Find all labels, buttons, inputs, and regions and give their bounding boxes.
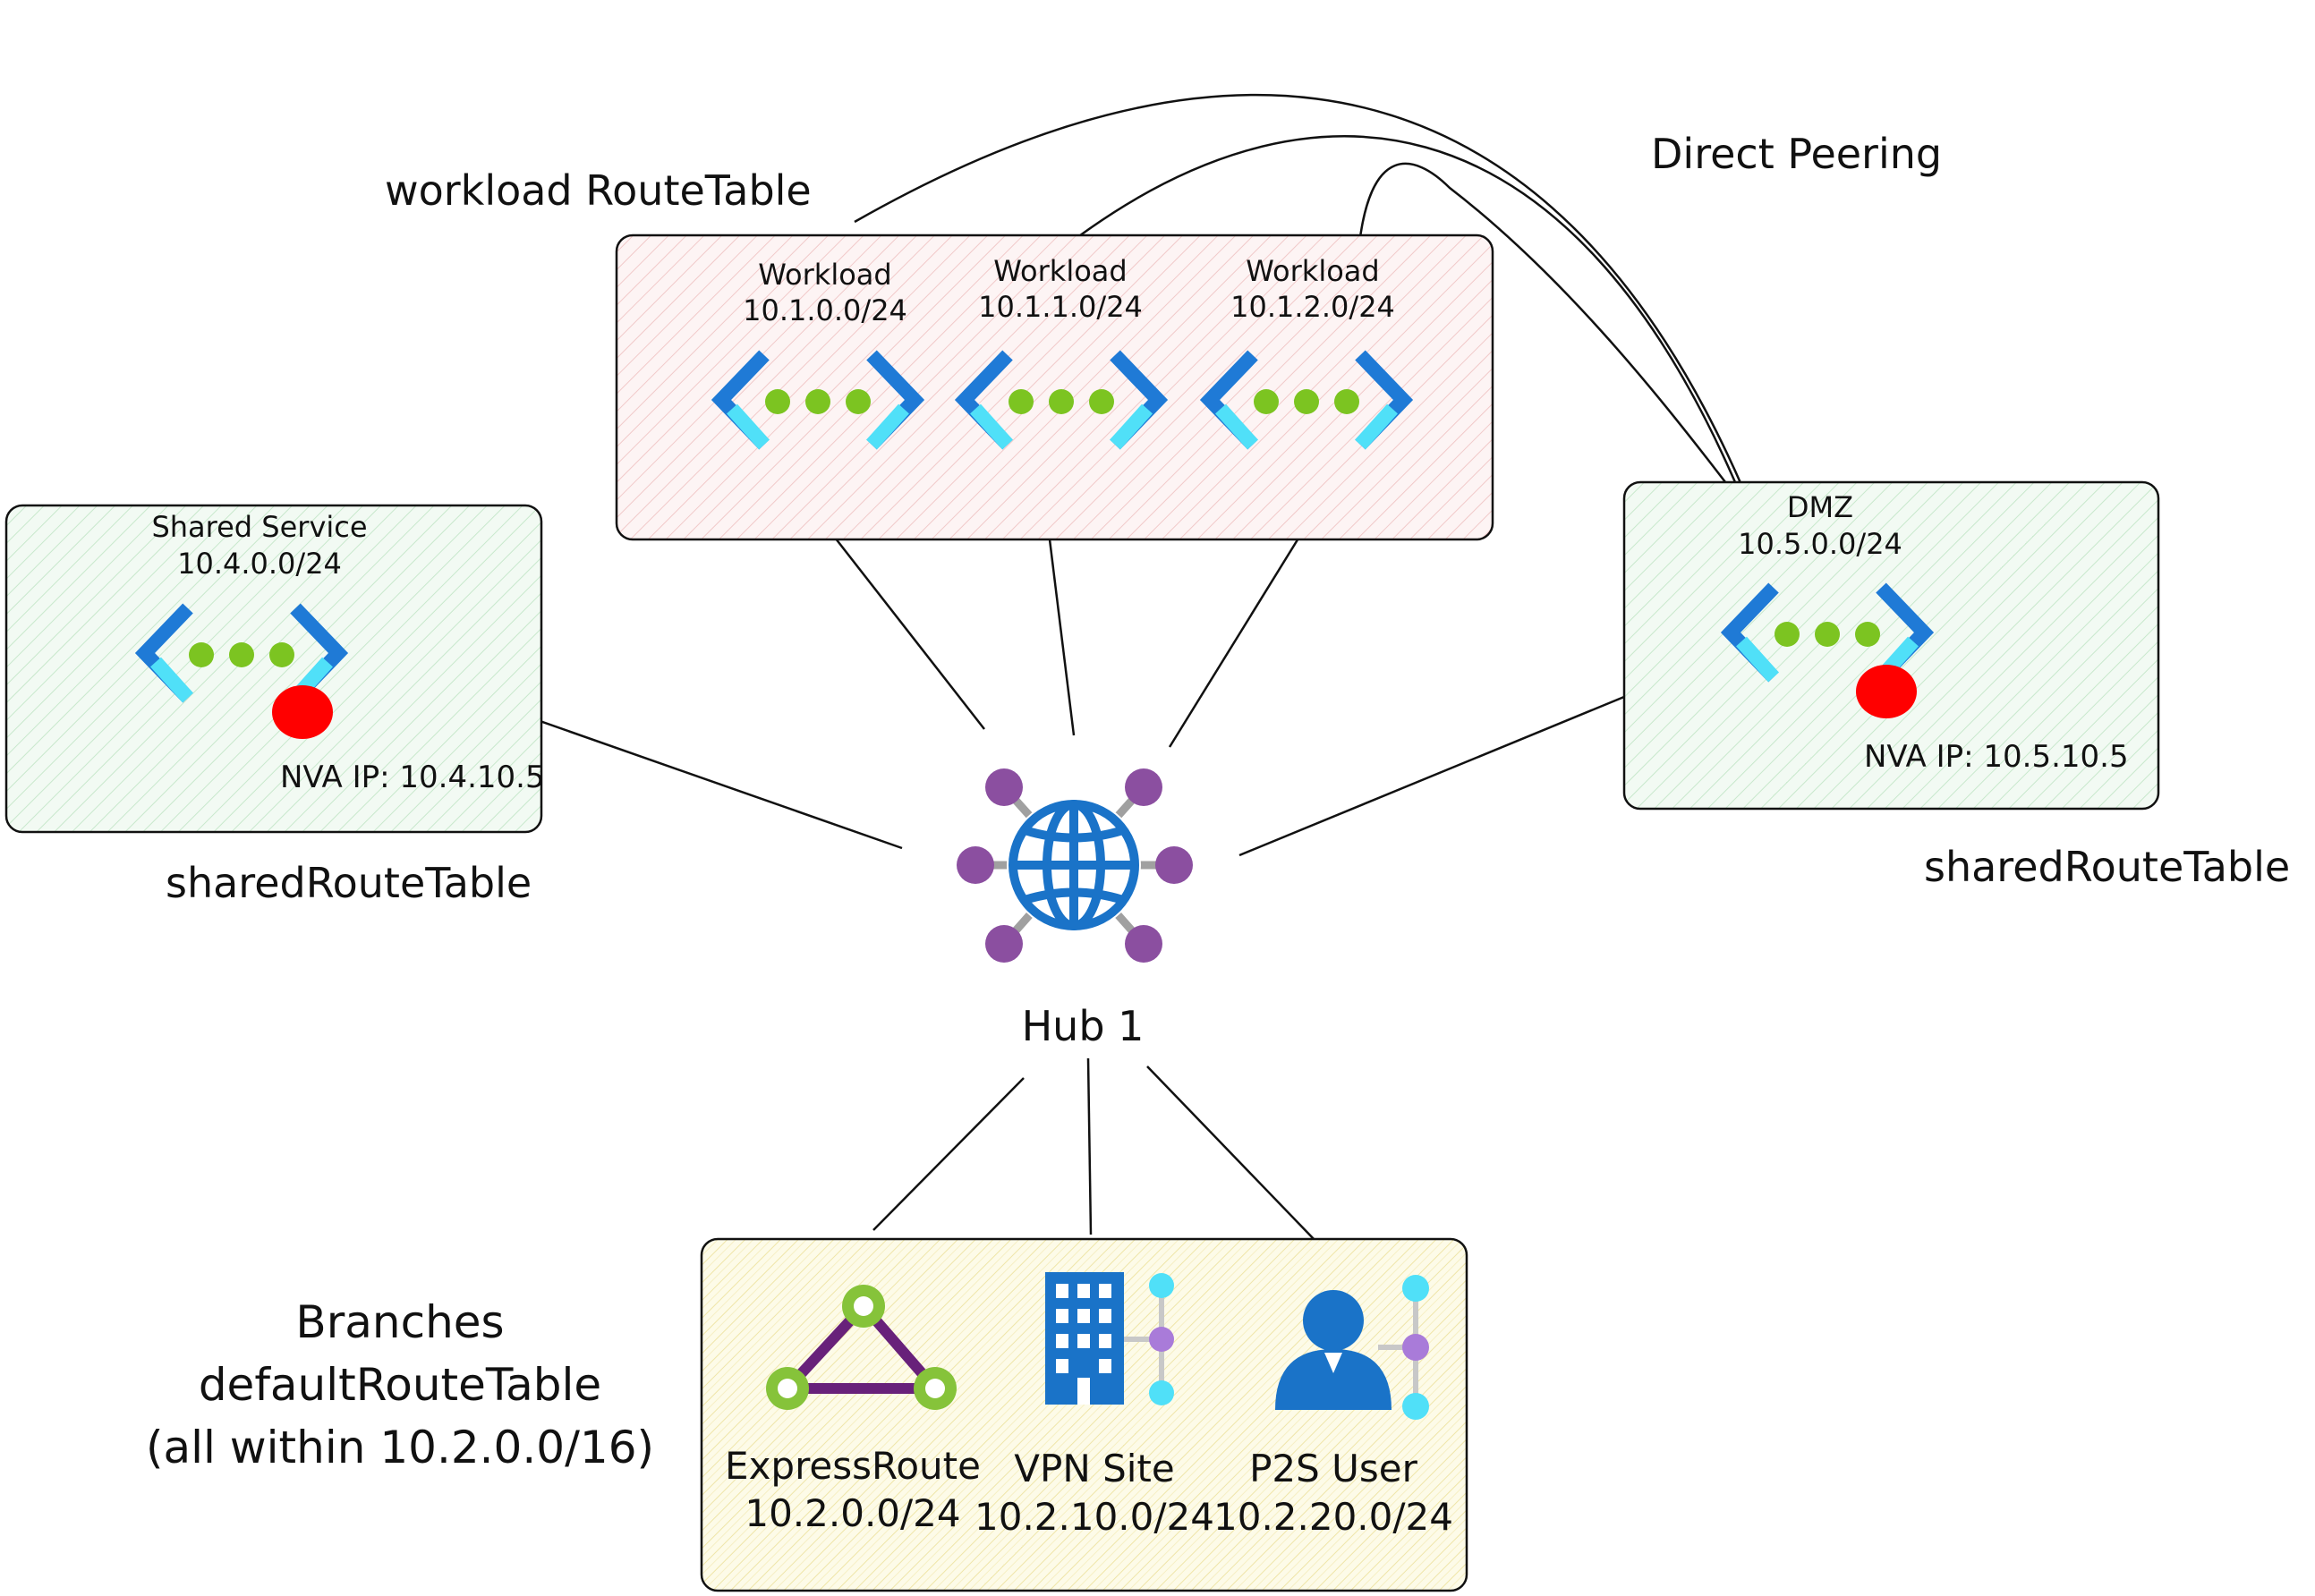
workload-route-table-label: workload RouteTable (385, 166, 812, 215)
hub-label: Hub 1 (1022, 1002, 1145, 1050)
expressroute-icon (766, 1285, 957, 1410)
shared-route-table-left-label: sharedRouteTable (166, 859, 532, 907)
branches-label-line3: (all within 10.2.0.0/16) (146, 1422, 654, 1473)
branch-name: P2S User (1249, 1447, 1418, 1490)
workload-vnet-3[interactable]: Workload 10.1.2.0/24 (1210, 254, 1403, 445)
nva-ip-label: NVA IP: 10.4.10.5 (280, 760, 545, 795)
hub-icon (957, 768, 1193, 963)
branches-label-line2: defaultRouteTable (199, 1359, 601, 1411)
nva-indicator (272, 685, 333, 739)
shared-route-table-right-label: sharedRouteTable (1924, 843, 2290, 891)
nva-ip-label: NVA IP: 10.5.10.5 (1864, 739, 2129, 775)
shared-service-cidr: 10.4.0.0/24 (177, 547, 342, 581)
link-vpn-site (1086, 1057, 1093, 1235)
branch-cidr: 10.2.10.0/24 (975, 1495, 1214, 1539)
direct-peering-links (854, 93, 1756, 515)
branch-vpn-site[interactable]: VPN Site 10.2.10.0/24 (975, 1272, 1214, 1539)
branch-expressroute[interactable]: ExpressRoute 10.2.0.0/24 (725, 1285, 981, 1535)
dmz-cidr: 10.5.0.0/24 (1738, 527, 1902, 561)
branch-name: ExpressRoute (725, 1444, 981, 1488)
p2s-user-icon (1275, 1275, 1429, 1420)
hub-node[interactable]: Hub 1 (957, 768, 1193, 1050)
peering-curve-2 (1068, 135, 1747, 506)
vpn-site-icon (1045, 1272, 1174, 1405)
peering-curve-3 (1357, 162, 1732, 491)
branch-p2s-user[interactable]: P2S User 10.2.20.0/24 (1213, 1275, 1453, 1539)
peering-curve-1 (854, 93, 1756, 515)
branches-label-line1: Branches (295, 1296, 504, 1348)
link-expressroute (872, 1077, 1025, 1231)
workload-cidr: 10.1.1.0/24 (978, 290, 1143, 324)
workload-vnet-1[interactable]: Workload 10.1.0.0/24 (721, 258, 915, 445)
nva-indicator (1856, 665, 1917, 718)
shared-service-box (4, 504, 543, 834)
dmz-name: DMZ (1787, 490, 1853, 524)
branch-cidr: 10.2.20.0/24 (1213, 1495, 1453, 1539)
branch-cidr: 10.2.0.0/24 (745, 1491, 960, 1535)
workload-name: Workload (993, 254, 1127, 288)
workload-name: Workload (758, 258, 891, 292)
shared-service-name: Shared Service (151, 510, 367, 544)
workload-group-box (615, 233, 1494, 541)
dmz-box (1622, 480, 2160, 811)
branches-box (700, 1237, 1468, 1592)
link-p2s-user (1146, 1065, 1317, 1243)
direct-peering-label: Direct Peering (1651, 130, 1942, 178)
workload-cidr: 10.1.0.0/24 (743, 293, 907, 327)
workload-vnet-2[interactable]: Workload 10.1.1.0/24 (965, 254, 1158, 445)
shared-service-vnet[interactable]: Shared Service 10.4.0.0/24 NVA IP: 10.4.… (145, 510, 545, 795)
workload-cidr: 10.1.2.0/24 (1230, 290, 1395, 324)
dmz-vnet[interactable]: DMZ 10.5.0.0/24 NVA IP: 10.5.10.5 (1731, 490, 2129, 775)
branch-name: VPN Site (1014, 1447, 1174, 1490)
workload-name: Workload (1246, 254, 1379, 288)
link-dmz (1238, 666, 1697, 857)
